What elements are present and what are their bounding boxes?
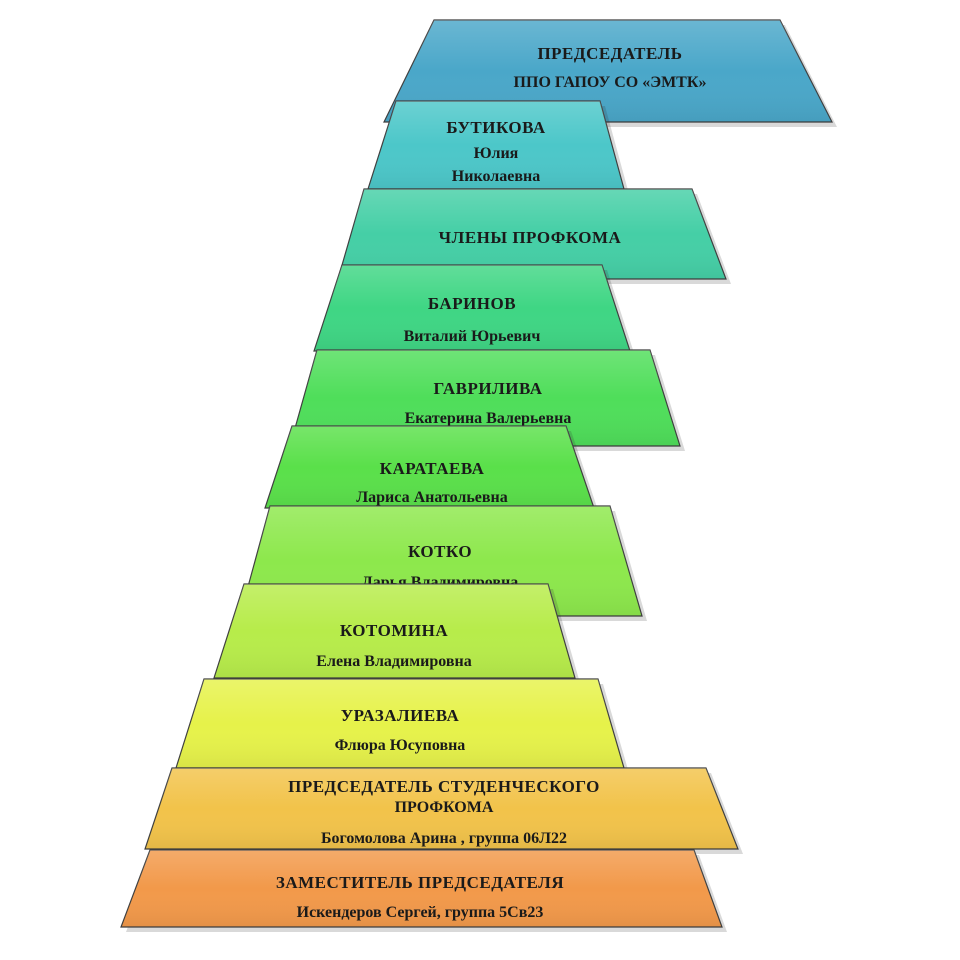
box-gloss <box>214 584 575 678</box>
box-gloss <box>338 189 726 279</box>
box-line: Флюра Юсуповна <box>335 737 466 754</box>
box-line: Лариса Анатольевна <box>356 489 508 506</box>
box-line: Юлия <box>474 145 519 162</box>
box-line: КОТКО <box>408 542 472 561</box>
box-line: Богомолова Арина , группа 06Л22 <box>321 830 567 847</box>
box-gloss <box>145 768 738 849</box>
box-line: Николаевна <box>452 168 540 185</box>
box-gloss <box>290 350 680 446</box>
box-line: КАРАТАЕВА <box>380 459 485 478</box>
box-line: УРАЗАЛИЕВА <box>341 706 460 725</box>
box-line: ЗАМЕСТИТЕЛЬ ПРЕДСЕДАТЕЛЯ <box>276 873 564 892</box>
box-line: БАРИНОВ <box>428 294 516 313</box>
box-line: ПРОФКОМА <box>395 799 494 816</box>
box-gloss <box>384 20 832 122</box>
box-line: ЧЛЕНЫ ПРОФКОМА <box>439 228 622 247</box>
box-line: КОТОМИНА <box>340 621 448 640</box>
box-gloss <box>368 101 624 189</box>
box-gloss <box>265 426 594 508</box>
box-line: ПРЕДСЕДАТЕЛЬ <box>537 44 682 63</box>
box-barinov: БАРИНОВ Виталий Юрьевич <box>313 264 635 356</box>
box-deputy: ЗАМЕСТИТЕЛЬ ПРЕДСЕДАТЕЛЯ Искендеров Серге… <box>120 849 727 932</box>
box-line: Екатерина Валерьевна <box>405 410 572 427</box>
box-line: ПРЕДСЕДАТЕЛЬ СТУДЕНЧЕСКОГО <box>288 777 600 796</box>
box-line: ГАВРИЛИВА <box>433 379 542 398</box>
box-kotomina: КОТОМИНА Елена Владимировна <box>213 583 580 683</box>
box-line: Елена Владимировна <box>316 653 471 670</box>
box-line: Виталий Юрьевич <box>404 328 541 345</box>
box-karataeva: КАРАТАЕВА Лариса Анатольевна <box>264 425 599 513</box>
box-members-header: ЧЛЕНЫ ПРОФКОМА <box>337 188 731 284</box>
box-student-chair: ПРЕДСЕДАТЕЛЬ СТУДЕНЧЕСКОГО ПРОФКОМА Богомо… <box>144 767 743 854</box>
box-gloss <box>314 265 630 351</box>
box-gloss <box>121 850 722 927</box>
box-line: ППО ГАПОУ СО «ЭМТК» <box>514 74 707 91</box>
box-line: Искендеров Сергей, группа 5Св23 <box>297 904 544 921</box>
box-line: БУТИКОВА <box>446 118 546 137</box>
box-urazalieva: УРАЗАЛИЕВА Флюра Юсуповна <box>175 678 629 773</box>
box-gloss <box>176 679 624 768</box>
